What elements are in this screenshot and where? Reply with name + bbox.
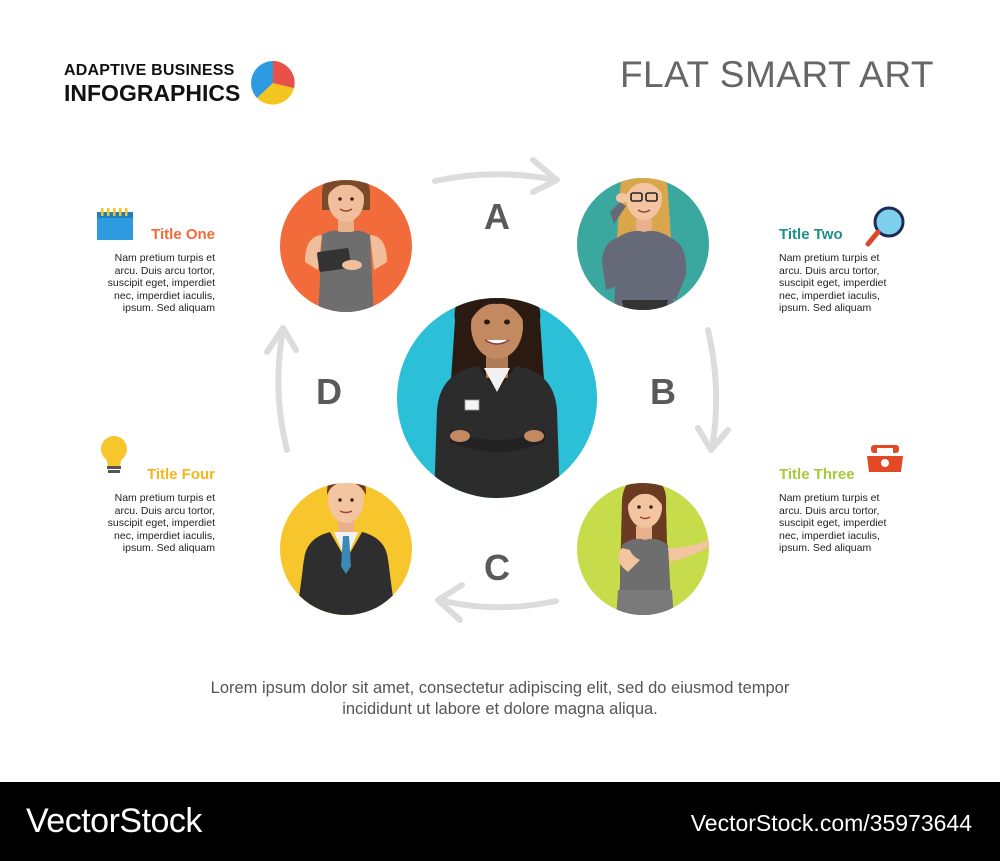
- calendar-icon: [97, 208, 133, 240]
- cycle-label-d: D: [316, 371, 342, 412]
- item-two-block: Title Two Nam pretium turpis et arcu. Du…: [779, 226, 919, 315]
- cycle-diagram: A B C D: [97, 157, 905, 623]
- caption: Lorem ipsum dolor sit amet, consectetur …: [0, 678, 1000, 720]
- item-three-line: nec, imperdiet iaculis,: [779, 529, 880, 542]
- item-one-block: Title One Nam pretium turpis et arcu. Du…: [75, 226, 215, 315]
- item-three-text: Nam pretium turpis et arcu. Duis arcu to…: [779, 492, 919, 555]
- arrow-a: [432, 171, 558, 184]
- item-three-line: arcu. Duis arcu tortor,: [779, 504, 880, 517]
- cycle-label-a: A: [484, 196, 510, 237]
- item-two-line: Nam pretium turpis et: [779, 252, 880, 264]
- item-two-line: arcu. Duis arcu tortor,: [779, 264, 880, 277]
- cycle-label-b: B: [650, 371, 676, 412]
- item-four-title: Title Four: [146, 466, 215, 483]
- item-two-line: nec, imperdiet iaculis,: [779, 289, 880, 302]
- person-one-avatar: [280, 180, 412, 312]
- caption-line2: incididunt ut labore et dolore magna ali…: [342, 700, 658, 718]
- caption-line1: Lorem ipsum dolor sit amet, consectetur …: [210, 679, 790, 697]
- item-two-text: Nam pretium turpis et arcu. Duis arcu to…: [779, 252, 919, 315]
- item-three-line: ipsum. Sed aliquam: [779, 542, 872, 554]
- item-two-line: ipsum. Sed aliquam: [779, 302, 872, 314]
- person-four-avatar: [280, 483, 412, 615]
- item-one-line: ipsum. Sed aliquam: [122, 302, 215, 314]
- arrow-b: [705, 327, 720, 451]
- arrow-c: [437, 597, 559, 611]
- person-three-avatar: [577, 483, 709, 615]
- item-one-title: Title One: [151, 226, 215, 243]
- item-four-block: Title Four Nam pretium turpis et arcu. D…: [75, 466, 215, 555]
- pie-chart-icon: [251, 61, 295, 105]
- item-three-block: Title Three Nam pretium turpis et arcu. …: [779, 466, 919, 555]
- watermark-bar: VectorStock VectorStock.com/35973644: [0, 782, 1000, 861]
- item-one-line: suscipit eget, imperdiet: [107, 277, 215, 289]
- item-four-text: Nam pretium turpis et arcu. Duis arcu to…: [75, 492, 215, 555]
- item-four-line: nec, imperdiet iaculis,: [114, 529, 215, 542]
- item-three-line: Nam pretium turpis et: [779, 492, 880, 504]
- item-four-line: Nam pretium turpis et: [114, 492, 215, 504]
- telephone-icon: [867, 445, 903, 472]
- item-four-line: suscipit eget, imperdiet: [107, 517, 215, 529]
- lightbulb-icon: [101, 436, 127, 473]
- item-one-text: Nam pretium turpis et arcu. Duis arcu to…: [75, 252, 215, 315]
- item-four-line: arcu. Duis arcu tortor,: [114, 504, 215, 517]
- magnifier-icon: [865, 206, 905, 247]
- person-two-avatar: [577, 178, 709, 310]
- brand-line1: ADAPTIVE BUSINESS: [64, 62, 235, 79]
- item-one-line: Nam pretium turpis et: [114, 252, 215, 264]
- watermark-url: VectorStock.com/35973644: [690, 810, 972, 836]
- item-one-line: arcu. Duis arcu tortor,: [114, 264, 215, 277]
- item-two-line: suscipit eget, imperdiet: [779, 277, 887, 289]
- item-three-title: Title Three: [779, 466, 855, 483]
- center-person-avatar: [397, 298, 597, 498]
- brand: ADAPTIVE BUSINESS INFOGRAPHICS: [64, 62, 304, 106]
- cycle-label-c: C: [484, 547, 510, 588]
- item-four-line: ipsum. Sed aliquam: [122, 542, 215, 554]
- item-three-line: suscipit eget, imperdiet: [779, 517, 887, 529]
- arrow-d: [275, 327, 290, 453]
- page-title: FLAT SMART ART: [619, 54, 934, 95]
- item-two-title: Title Two: [779, 226, 843, 243]
- brand-line2: INFOGRAPHICS: [64, 80, 241, 106]
- item-one-line: nec, imperdiet iaculis,: [114, 289, 215, 302]
- watermark-logo: VectorStock: [26, 802, 202, 840]
